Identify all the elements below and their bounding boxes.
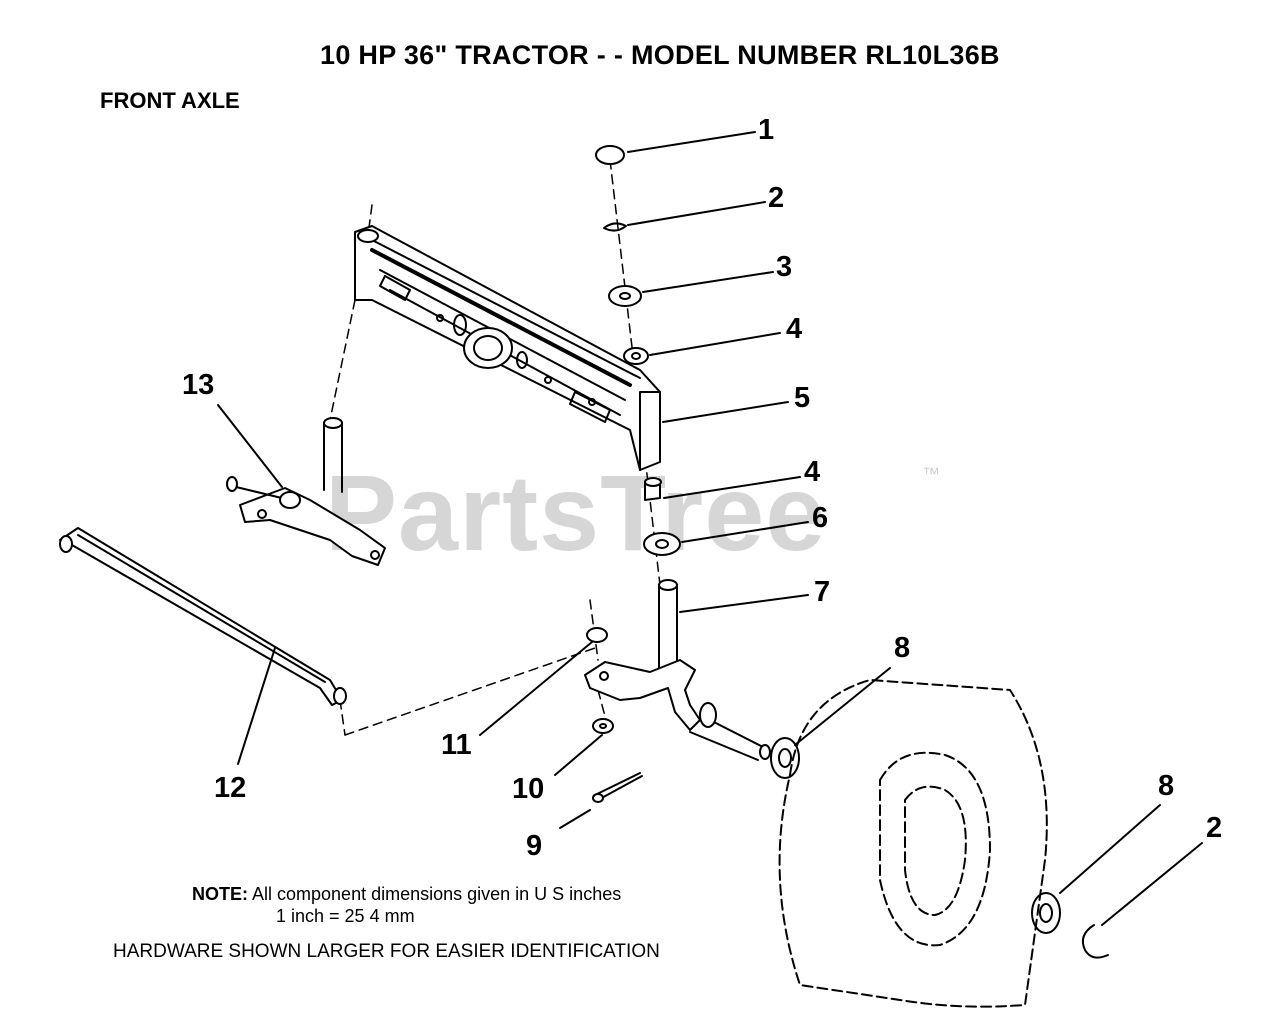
note-conversion: 1 inch = 25 4 mm [276, 906, 415, 926]
callout-6: 6 [812, 502, 829, 534]
tie-rod [59, 527, 347, 706]
callout-11: 11 [441, 729, 472, 761]
page-title: 10 HP 36" TRACTOR - - MODEL NUMBER RL10L… [320, 40, 1000, 70]
note-label: NOTE: [192, 884, 248, 904]
dimension-note: NOTE: All component dimensions given in … [192, 884, 621, 904]
right-spindle [584, 579, 771, 761]
callout-5: 5 [794, 382, 811, 414]
note-text: All component dimensions given in U S in… [252, 884, 622, 904]
leader-lines [217, 131, 1203, 926]
callout-1: 1 [758, 114, 775, 146]
watermark: PartsTree [325, 452, 827, 573]
callout-9: 9 [526, 830, 543, 862]
callout-10: 10 [512, 773, 545, 805]
callout-7: 7 [814, 576, 831, 608]
callout-13: 13 [182, 369, 215, 401]
callout-4-upper: 4 [786, 313, 803, 345]
callout-2-lower: 2 [1206, 812, 1223, 844]
callout-4-lower: 4 [804, 456, 821, 488]
callout-8-upper: 8 [894, 632, 911, 664]
front-wheel [778, 679, 1048, 1008]
hardware-parts [586, 145, 1109, 959]
axle-beam [354, 225, 661, 471]
callout-3: 3 [776, 251, 793, 283]
left-spindle [226, 417, 386, 566]
callout-8-lower: 8 [1158, 770, 1175, 802]
hardware-note: HARDWARE SHOWN LARGER FOR EASIER IDENTIF… [113, 941, 660, 962]
callout-2: 2 [768, 182, 785, 214]
callout-12: 12 [214, 772, 247, 804]
section-title: FRONT AXLE [100, 88, 240, 113]
trademark-symbol: ™ [922, 464, 940, 484]
